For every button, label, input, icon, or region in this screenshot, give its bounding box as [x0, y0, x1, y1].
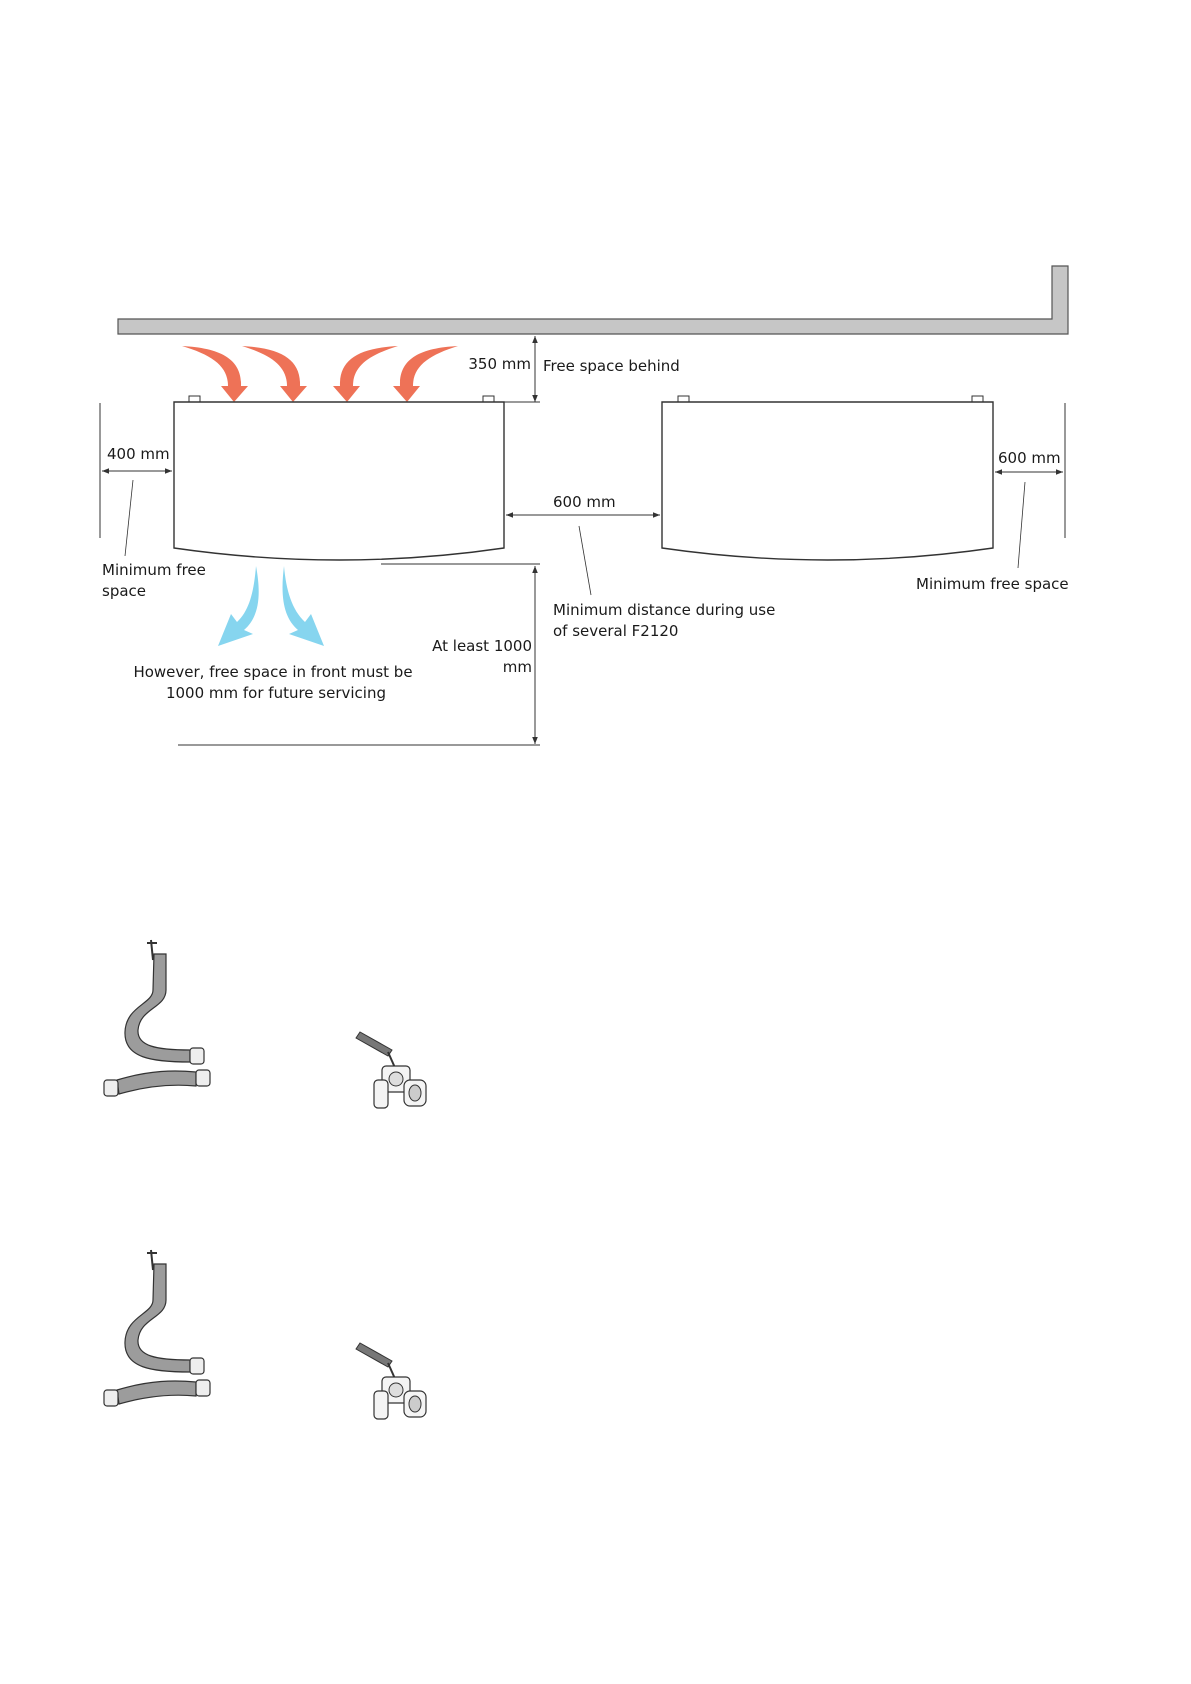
leader-left	[125, 480, 133, 556]
heat-pump-unit-2	[662, 396, 993, 560]
front-note-label-1: However, free space in front must be	[133, 663, 412, 681]
leader-between	[579, 526, 591, 595]
flexible-pipe-kit-icon	[104, 940, 210, 1096]
warm-air-arrow	[393, 346, 458, 402]
warm-air-arrows	[182, 346, 458, 402]
warm-air-arrow	[333, 346, 398, 402]
dim-behind-label: 350 mm	[468, 355, 531, 373]
min-free-right-label: Minimum free space	[916, 575, 1069, 593]
warm-air-arrow	[182, 346, 248, 402]
ball-valve-icon	[356, 1032, 426, 1108]
min-free-left-label-1: Minimum free	[102, 561, 206, 579]
cold-air-arrows	[218, 566, 324, 646]
dim-between-label: 600 mm	[553, 493, 616, 511]
leader-right	[1018, 482, 1025, 568]
ball-valve-icon	[356, 1343, 426, 1419]
min-distance-label-2: of several F2120	[553, 622, 678, 640]
heat-pump-unit-1	[174, 396, 504, 560]
at-least-label-2: mm	[503, 658, 532, 676]
warm-air-arrow	[242, 346, 307, 402]
front-note-label-2: 1000 mm for future servicing	[166, 684, 386, 702]
flexible-pipe-kit-icon	[104, 1250, 210, 1406]
dim-left-label: 400 mm	[107, 445, 170, 463]
at-least-label-1: At least 1000	[432, 637, 532, 655]
cold-air-arrow	[283, 566, 324, 646]
free-space-behind-label: Free space behind	[543, 357, 680, 375]
min-distance-label-1: Minimum distance during use	[553, 601, 775, 619]
dim-right-label: 600 mm	[998, 449, 1061, 467]
min-free-left-label-2: space	[102, 582, 146, 600]
wall	[118, 266, 1068, 334]
cold-air-arrow	[218, 566, 259, 646]
